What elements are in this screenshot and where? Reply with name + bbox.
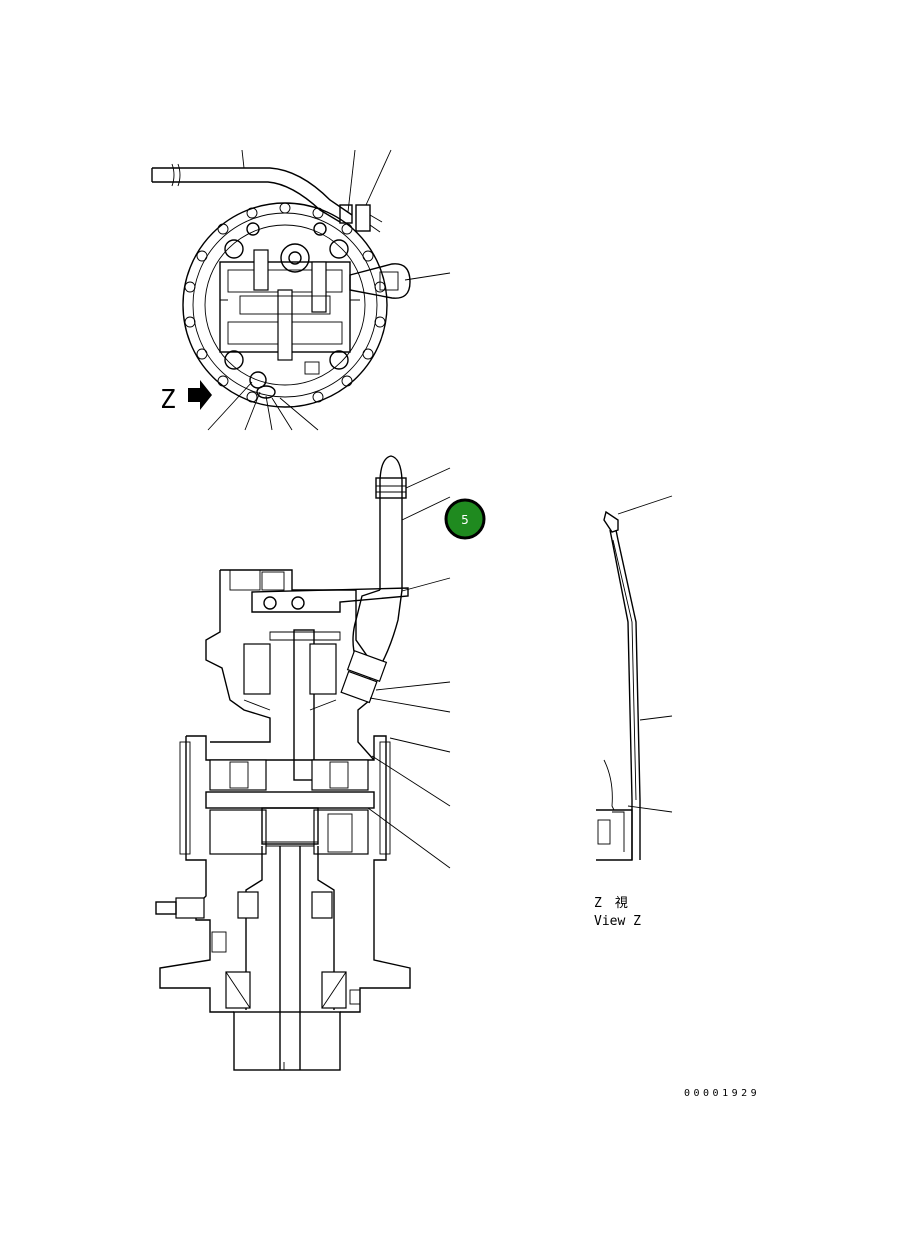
view-letter: Z bbox=[160, 385, 176, 415]
view-z-detail: Z 視 View Z bbox=[594, 495, 673, 929]
view-caption-en: View Z bbox=[594, 914, 641, 929]
callout-badge-number: 5 bbox=[461, 513, 469, 527]
section-view-motor bbox=[155, 455, 451, 1071]
drawing-number: 00001929 bbox=[684, 1088, 760, 1099]
top-view-motor: Z bbox=[151, 149, 451, 431]
callout-badge[interactable]: 5 bbox=[444, 498, 486, 540]
view-caption-jp: Z 視 bbox=[594, 896, 628, 911]
arrow-z-icon bbox=[188, 380, 212, 410]
